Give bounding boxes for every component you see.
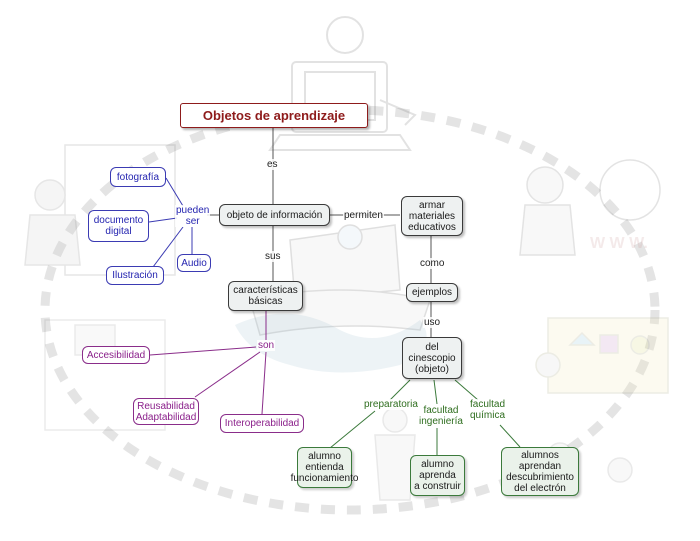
ocean-wave-cartoon-icon <box>235 313 427 373</box>
node-ilustracion[interactable]: Ilustración <box>106 266 164 285</box>
map-title[interactable]: Objetos de aprendizaje <box>180 103 368 128</box>
link-cinescopio-ing <box>433 379 438 405</box>
node-alumno-funcionamiento[interactable]: alumno entienda funcionamiento <box>291 447 358 488</box>
www-globe-cartoon-icon: W W W. <box>519 159 661 256</box>
link-interoperabilidad <box>261 351 267 415</box>
node-caracteristicas-basicas[interactable]: características básicas <box>228 281 303 311</box>
link-ilustracion <box>152 226 184 268</box>
computer-cartoon-icon <box>268 16 417 151</box>
link-fotografia <box>165 177 184 207</box>
node-ejemplos[interactable]: ejemplos <box>406 283 458 302</box>
node-interoperabilidad[interactable]: Interoperabilidad <box>220 414 304 433</box>
link-label-como: como <box>419 258 446 269</box>
link-prep-alumno <box>329 410 376 449</box>
node-alumnos-electron[interactable]: alumnos aprendan descubrimiento del elec… <box>501 447 579 496</box>
node-cinescopio[interactable]: del cinescopio (objeto) <box>402 337 462 379</box>
link-label-pueden-ser: pueden ser <box>175 205 211 227</box>
link-label-permiten: permiten <box>343 210 384 221</box>
link-label-facultad-ingenieria: facultad ingeniería <box>418 405 464 427</box>
child-reading-cartoon-icon <box>24 144 176 276</box>
link-cinescopio-quim <box>454 379 479 401</box>
node-documento-digital[interactable]: documento digital <box>88 210 149 242</box>
link-label-uso: uso <box>423 317 442 328</box>
link-label-preparatoria: preparatoria <box>363 399 419 410</box>
svg-text:W W W.: W W W. <box>590 235 648 252</box>
link-quim-alumnos <box>499 424 521 448</box>
link-accesibilidad <box>149 346 257 356</box>
link-cinescopio-prep <box>389 379 411 401</box>
teacher-board-cartoon-icon <box>535 317 669 394</box>
link-documento <box>148 217 178 223</box>
node-reusabilidad-adaptabilidad[interactable]: Reusabilidad Adaptabilidad <box>133 398 199 425</box>
node-armar-materiales[interactable]: armar materiales educativos <box>401 196 463 236</box>
link-label-es: es <box>266 159 279 170</box>
node-alumno-construir[interactable]: alumno aprenda a construir <box>410 455 465 496</box>
node-objeto-informacion[interactable]: objeto de información <box>219 204 330 226</box>
node-fotografia[interactable]: fotografía <box>110 167 166 187</box>
desk-computer-cartoon-icon <box>249 224 431 336</box>
node-accesibilidad[interactable]: Accesibilidad <box>82 346 150 364</box>
link-label-facultad-quimica: facultad química <box>469 399 507 421</box>
link-label-sus: sus <box>264 251 282 262</box>
link-label-son: son <box>257 340 276 351</box>
link-reusabilidad <box>194 351 261 398</box>
node-audio[interactable]: Audio <box>177 254 211 272</box>
